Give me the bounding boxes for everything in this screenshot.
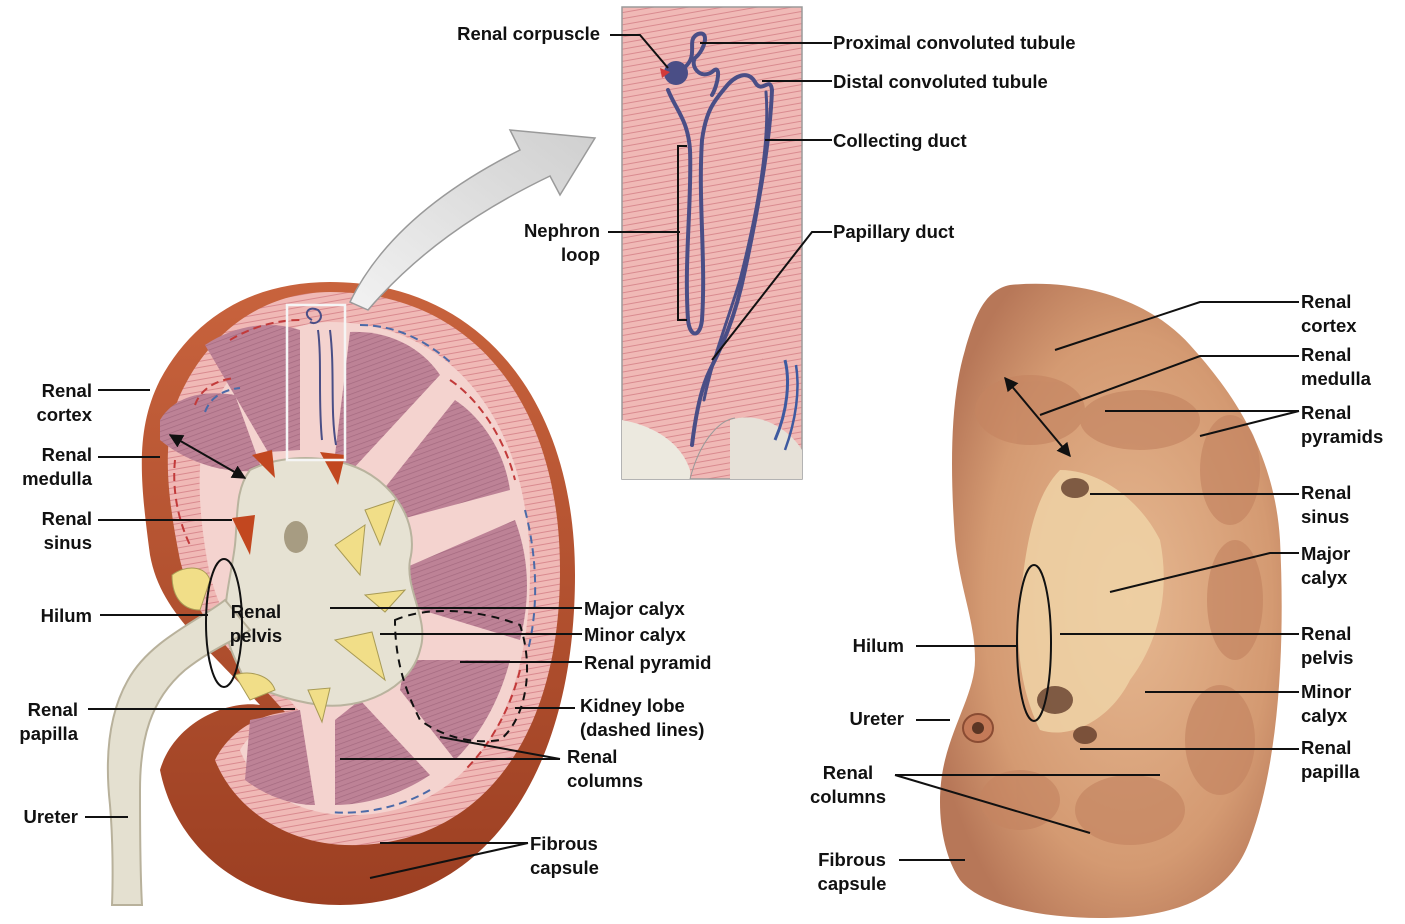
label-right-renal-papilla-line2: papilla [1301,761,1360,782]
label-left-renal-pyramid: Renal pyramid [584,652,712,673]
label-right-renal-papilla-line1: Renal [1301,737,1352,758]
label-left-kidney-lobe-line1: Kidney lobe [580,695,685,716]
label-left-minor-calyx: Minor calyx [584,624,686,645]
label-left-renal-columns-line2: columns [567,770,644,791]
label-right-ureter: Ureter [849,708,905,729]
label-left-major-calyx: Major calyx [584,598,685,619]
photographed-kidney [940,283,1282,918]
label-left-renal-cortex-line1: Renal [41,380,92,401]
label-left-renal-columns-line1: Renal [567,746,618,767]
label-right-renal-medulla-line2: medulla [1301,368,1371,389]
label-right-major-calyx-line1: Major [1301,543,1351,564]
label-left-hilum: Hilum [40,605,92,626]
enlargement-arrow [348,129,597,311]
label-left-kidney-lobe-line2: (dashed lines) [580,719,705,740]
label-right-fibrous-capsule-line1: Fibrous [818,849,886,870]
label-left-renal-medulla-line2: medulla [22,468,92,489]
label-proximal-convoluted-tubule: Proximal convoluted tubule [833,32,1076,53]
hilum-ellipse [205,558,243,688]
label-left-renal-sinus-line1: Renal [41,508,92,529]
label-right-renal-pelvis-line1: Renal [1301,623,1352,644]
label-right-major-calyx-line2: calyx [1301,567,1348,588]
label-right-minor-calyx-line2: calyx [1301,705,1348,726]
label-collecting-duct: Collecting duct [833,130,967,151]
illustrated-kidney [106,282,575,906]
label-left-renal-medulla-line1: Renal [41,444,92,465]
label-nephron-loop-line1: Nephron [523,220,600,241]
label-right-renal-columns-line1: Renal [822,762,874,783]
label-renal-corpuscle: Renal corpuscle [457,23,600,44]
label-right-fibrous-capsule-line2: capsule [817,873,887,894]
label-left-renal-papilla-line1: Renal [27,699,78,720]
label-right-minor-calyx-line1: Minor [1301,681,1352,702]
ureter-shape [106,598,252,906]
label-right-renal-sinus-line2: sinus [1301,506,1350,527]
label-left-renal-pelvis-line1: Renal [230,601,282,622]
enlargement-box [285,303,347,462]
label-left-renal-papilla-line2: papilla [19,723,78,744]
label-nephron-loop-line2: loop [560,244,600,265]
label-left-fibrous-capsule-line2: capsule [530,857,599,878]
label-left-fibrous-capsule-line1: Fibrous [530,833,598,854]
label-right-renal-sinus-line1: Renal [1301,482,1352,503]
label-right-renal-cortex-line2: cortex [1301,315,1357,336]
label-right-renal-cortex-line1: Renal [1301,291,1352,312]
label-right-hilum: Hilum [852,635,904,656]
label-left-ureter: Ureter [23,806,79,827]
label-right-renal-medulla-line1: Renal [1301,344,1352,365]
nephron-panel [621,6,803,480]
kidney-lobe-outline [393,609,529,743]
label-left-renal-pelvis-line2: pelvis [229,625,283,646]
vessel-dashes [173,319,537,814]
label-distal-convoluted-tubule: Distal convoluted tubule [833,71,1048,92]
label-papillary-duct: Papillary duct [833,221,955,242]
label-right-renal-pyramids-line2: pyramids [1301,426,1384,447]
label-left-renal-sinus-line2: sinus [43,532,92,553]
renal-pelvis-shape [223,457,424,707]
nephron-tubules [664,31,775,447]
photo-hilum-ellipse [1016,564,1052,722]
label-right-renal-pyramids-line1: Renal [1301,402,1352,423]
label-right-renal-columns-line2: columns [809,786,887,807]
label-left-renal-cortex-line2: cortex [36,404,92,425]
leader-lines [85,34,1300,879]
label-right-renal-pelvis-line2: pelvis [1301,647,1354,668]
